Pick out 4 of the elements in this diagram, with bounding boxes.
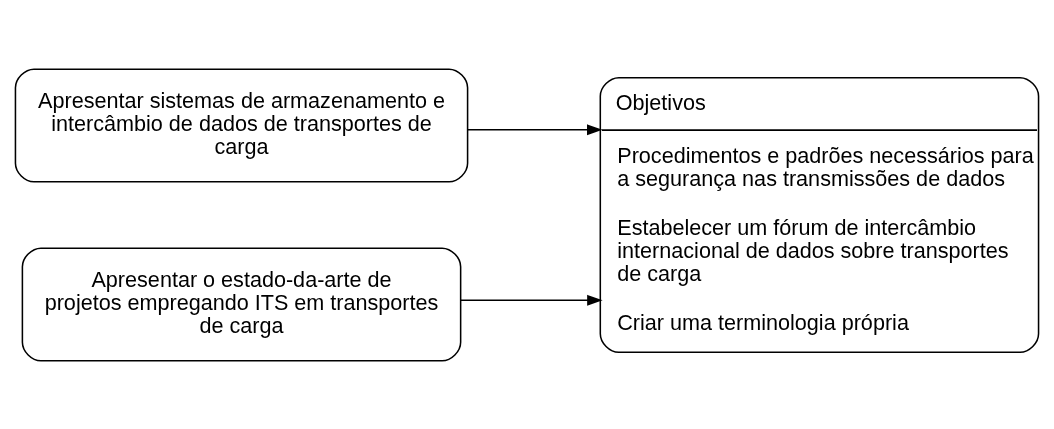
arrow xyxy=(460,294,603,306)
node-box: Apresentar sistemas de armazenamento e intercâmbio de dados de transportes de carga xyxy=(14,67,469,183)
node-box: Apresentar o estado-da-arte de projetos empregando ITS em transportes de carga xyxy=(21,246,462,362)
arrow xyxy=(467,123,603,135)
